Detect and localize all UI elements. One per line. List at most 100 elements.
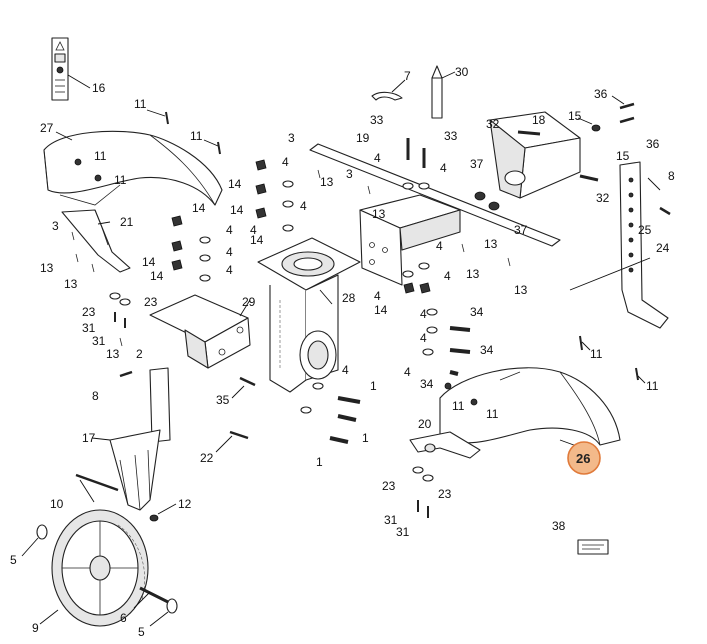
label-34: 34 [470, 305, 484, 319]
label-13: 13 [64, 277, 78, 291]
label-20: 20 [418, 417, 432, 431]
label-14: 14 [192, 201, 206, 215]
label-8: 8 [668, 169, 675, 183]
label-4: 4 [404, 365, 411, 379]
label-1: 1 [370, 379, 377, 393]
right-bracket-part [409, 431, 481, 459]
label-11: 11 [114, 173, 127, 187]
center-housing-part [257, 237, 361, 393]
label-30: 30 [455, 65, 469, 79]
label-3: 3 [346, 167, 353, 181]
label-8: 8 [92, 389, 99, 403]
warning-decal-part [51, 37, 69, 101]
label-11: 11 [646, 379, 659, 393]
label-26-highlighted: 26 [576, 451, 590, 466]
label-18: 18 [532, 113, 546, 127]
label-14: 14 [228, 177, 242, 191]
label-14: 14 [374, 303, 388, 317]
label-23: 23 [382, 479, 396, 493]
part-labels: 16 11 11 27 11 11 21 3 13 13 23 23 31 31… [10, 65, 675, 639]
label-13: 13 [320, 175, 334, 189]
label-3: 3 [52, 219, 59, 233]
label-1: 1 [316, 455, 323, 469]
label-6: 6 [120, 611, 127, 625]
label-33: 33 [444, 129, 458, 143]
label-32: 32 [486, 117, 500, 131]
label-4: 4 [436, 239, 443, 253]
clip-part [371, 91, 403, 101]
label-14: 14 [142, 255, 156, 269]
label-4: 4 [250, 223, 257, 237]
label-37: 37 [514, 223, 528, 237]
label-14: 14 [250, 233, 264, 247]
label-12: 12 [178, 497, 192, 511]
highlight-circle [567, 441, 601, 475]
label-13: 13 [40, 261, 54, 275]
label-31: 31 [92, 334, 106, 348]
label-10: 10 [50, 497, 64, 511]
label-33: 33 [370, 113, 384, 127]
label-36: 36 [646, 137, 660, 151]
label-13: 13 [106, 347, 120, 361]
mounting-plate-part [149, 294, 251, 369]
label-13: 13 [484, 237, 498, 251]
label-32: 32 [596, 191, 610, 205]
label-4: 4 [226, 263, 233, 277]
label-11: 11 [190, 129, 203, 143]
label-35: 35 [216, 393, 230, 407]
label-13: 13 [372, 207, 386, 221]
left-fender-part [43, 130, 223, 206]
bracket-left-part [61, 209, 131, 273]
label-9: 9 [32, 621, 39, 635]
axle-part [36, 524, 178, 614]
label-4: 4 [226, 223, 233, 237]
label-31: 31 [396, 525, 410, 539]
label-31: 31 [82, 321, 96, 335]
decal-38-part [577, 539, 609, 555]
label-14: 14 [230, 203, 244, 217]
label-37: 37 [470, 157, 484, 171]
label-4: 4 [440, 161, 447, 175]
depth-bar-part [619, 161, 669, 329]
label-4: 4 [342, 363, 349, 377]
label-1: 1 [362, 431, 369, 445]
label-14: 14 [150, 269, 164, 283]
label-16: 16 [92, 81, 106, 95]
label-4: 4 [420, 307, 427, 321]
label-11: 11 [452, 399, 465, 413]
label-2: 2 [136, 347, 143, 361]
label-19: 19 [356, 131, 370, 145]
label-11: 11 [486, 407, 499, 421]
label-17: 17 [82, 431, 96, 445]
label-36: 36 [594, 87, 608, 101]
label-22: 22 [200, 451, 214, 465]
bolt-22-part [229, 430, 249, 440]
label-34: 34 [420, 377, 434, 391]
label-4: 4 [226, 245, 233, 259]
label-4: 4 [374, 289, 381, 303]
label-27: 27 [40, 121, 54, 135]
label-11: 11 [94, 149, 107, 163]
wheel-support-part [109, 367, 171, 511]
label-15: 15 [568, 109, 582, 123]
wheel-part [51, 509, 149, 627]
right-fender-part [439, 367, 621, 446]
label-4: 4 [300, 199, 307, 213]
label-24: 24 [656, 241, 670, 255]
long-frame-bar-part [309, 143, 561, 286]
label-4: 4 [420, 331, 427, 345]
label-11: 11 [590, 347, 603, 361]
label-29: 29 [242, 295, 256, 309]
label-25: 25 [638, 223, 652, 237]
label-21: 21 [120, 215, 134, 229]
pin-part [431, 65, 443, 119]
leader-lines [21, 71, 661, 627]
label-4: 4 [282, 155, 289, 169]
label-7: 7 [404, 69, 411, 83]
hardware-set [71, 102, 671, 522]
label-13: 13 [514, 283, 528, 297]
label-5: 5 [138, 625, 145, 639]
label-31: 31 [384, 513, 398, 527]
